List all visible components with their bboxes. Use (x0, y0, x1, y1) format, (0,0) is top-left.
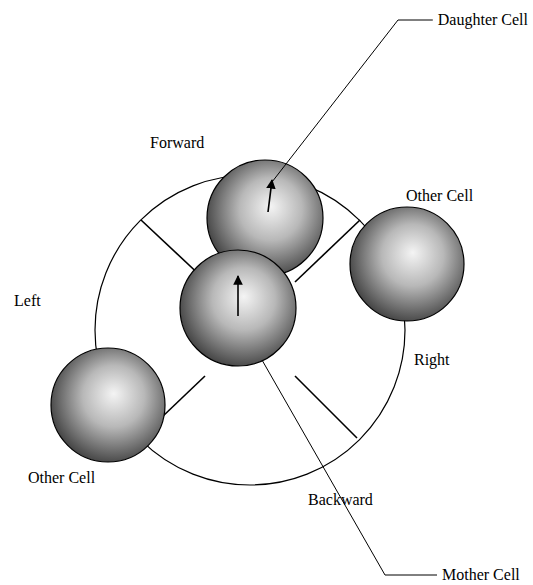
direction-label: Forward (150, 133, 204, 152)
mother-cell-sphere (180, 250, 296, 366)
cell-label: Other Cell (28, 468, 95, 487)
sector-lines (140, 220, 360, 438)
direction-label: Backward (308, 490, 373, 509)
direction-arrow (268, 180, 272, 212)
direction-label: Right (414, 350, 450, 369)
leader-line (262, 360, 437, 575)
other-cell-sphere (350, 207, 464, 321)
callout-label: Daughter Cell (438, 10, 528, 29)
leader-line (272, 20, 433, 182)
direction-label: Left (14, 291, 41, 310)
callout-label: Mother Cell (442, 565, 520, 584)
cell-label: Other Cell (406, 186, 473, 205)
direction-arrow (237, 276, 239, 316)
other-cell-sphere (51, 348, 165, 462)
